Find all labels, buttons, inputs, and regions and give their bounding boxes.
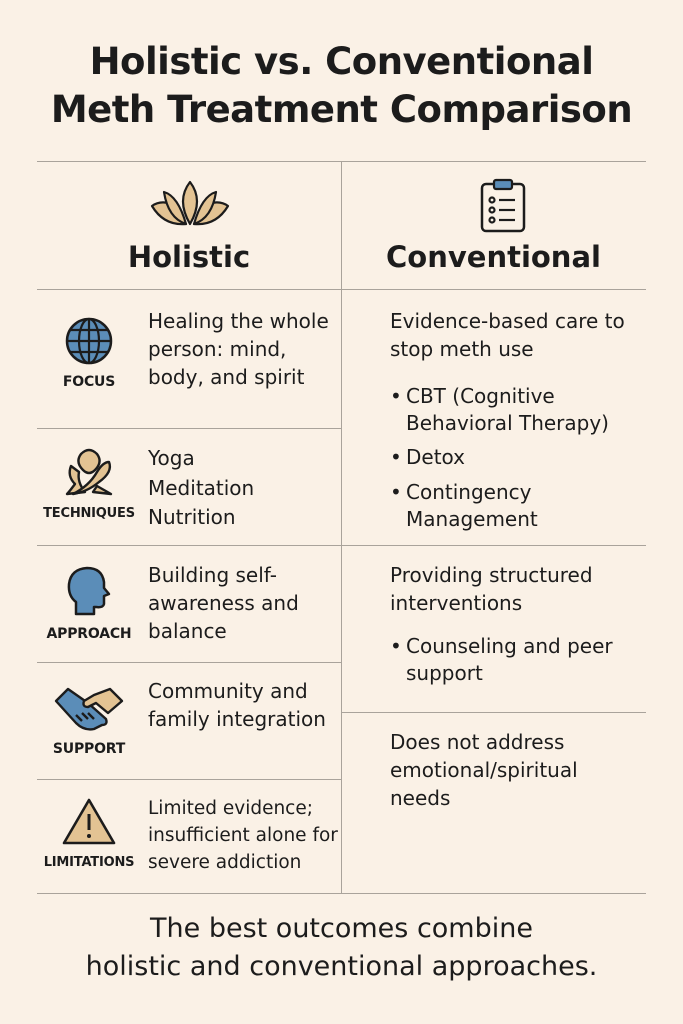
holistic-row-limitations: LIMITATIONS bbox=[40, 797, 138, 870]
row-text: Healing the whole person: mind, body, an… bbox=[148, 309, 329, 389]
divider bbox=[37, 428, 341, 429]
bullet-item: CBT (Cognitive Behavioral Therapy) bbox=[390, 383, 640, 437]
holistic-row-focus: FOCUS bbox=[40, 316, 138, 390]
conventional-section-text: Evidence-based care to stop meth use bbox=[390, 309, 625, 361]
row-label: FOCUS bbox=[62, 374, 116, 390]
warning-icon bbox=[62, 798, 116, 845]
bullet-item: Contingency Management bbox=[390, 479, 640, 533]
conventional-section-text: Does not address emotional/spiritual nee… bbox=[390, 730, 578, 810]
footer-line-1: The best outcomes combine bbox=[150, 913, 533, 944]
row-label: LIMITATIONS bbox=[43, 855, 135, 870]
row-text-list: Yoga Meditation Nutrition bbox=[148, 444, 340, 533]
row-label: SUPPORT bbox=[52, 741, 126, 757]
holistic-column-header: Holistic bbox=[127, 240, 251, 274]
divider bbox=[37, 662, 341, 663]
column-divider bbox=[341, 161, 342, 893]
clipboard-checklist-icon bbox=[478, 178, 528, 238]
footer-line-2: holistic and conventional approaches. bbox=[85, 951, 598, 982]
technique-item: Meditation bbox=[148, 475, 255, 500]
page-title: Holistic vs. Conventional Meth Treatment… bbox=[0, 38, 683, 134]
row-label: APPROACH bbox=[46, 626, 132, 642]
row-text: Limited evidence; insufficient alone for… bbox=[148, 798, 338, 873]
divider bbox=[37, 893, 646, 894]
handshake-icon bbox=[54, 687, 124, 731]
row-text: Building self-awareness and balance bbox=[148, 563, 299, 643]
technique-item: Nutrition bbox=[148, 505, 236, 529]
conventional-column-header: Conventional bbox=[386, 240, 601, 274]
bullet-item: Counseling and peer support bbox=[390, 633, 640, 687]
holistic-row-support: SUPPORT bbox=[40, 685, 138, 757]
footer-conclusion: The best outcomes combine holistic and c… bbox=[0, 910, 683, 986]
lotus-icon bbox=[150, 180, 230, 232]
divider bbox=[341, 712, 646, 713]
technique-item: Yoga bbox=[148, 446, 195, 470]
row-label: TECHNIQUES bbox=[43, 506, 135, 521]
row-text: Community and family integration bbox=[148, 679, 326, 731]
holistic-row-techniques: TECHNIQUES bbox=[40, 446, 138, 521]
conventional-section-text: Providing structured interventions bbox=[390, 563, 593, 615]
bullet-item: Detox bbox=[390, 444, 640, 471]
head-profile-icon bbox=[67, 566, 111, 616]
divider bbox=[37, 779, 341, 780]
title-line-1: Holistic vs. Conventional bbox=[89, 40, 594, 83]
globe-icon bbox=[65, 317, 113, 365]
yoga-pose-icon bbox=[65, 448, 113, 496]
title-line-2: Meth Treatment Comparison bbox=[50, 88, 633, 131]
holistic-row-approach: APPROACH bbox=[40, 566, 138, 642]
